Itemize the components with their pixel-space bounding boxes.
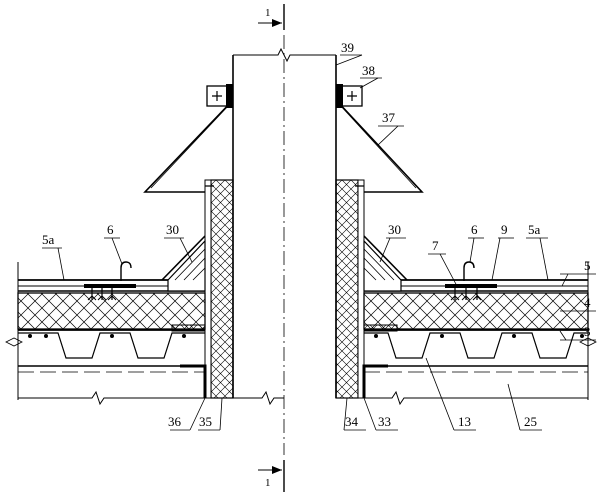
- label-5: 5: [584, 258, 591, 273]
- leader-9: 9: [491, 222, 514, 281]
- vapour-barrier: [18, 324, 588, 332]
- leader-39: 39: [335, 40, 363, 66]
- label-38: 38: [362, 63, 375, 78]
- bolt-right: [336, 84, 363, 108]
- leader-6-left: 6: [104, 222, 123, 265]
- leader-34: 34: [343, 397, 366, 431]
- label-7: 7: [432, 238, 439, 253]
- fastener-right: [445, 261, 497, 301]
- leader-33: 33: [363, 397, 398, 431]
- sleeve-insulation: [204, 179, 365, 399]
- bolt-left: [206, 84, 233, 108]
- fastener-left: [84, 261, 136, 301]
- leader-7: 7: [428, 238, 459, 289]
- fillet-upstand-right: [363, 235, 408, 292]
- support-angle-left: [180, 364, 207, 398]
- leader-36: 36: [168, 397, 206, 431]
- section-mark-bottom: 1: [258, 460, 285, 492]
- label-30-right: 30: [388, 222, 401, 237]
- label-6-right: 6: [471, 222, 478, 237]
- label-13: 13: [458, 414, 471, 429]
- leader-4: 4: [560, 295, 596, 312]
- label-25: 25: [524, 414, 537, 429]
- leader-38: 38: [359, 63, 382, 89]
- leader-5a-left: 5a: [42, 232, 65, 281]
- pipe: [232, 35, 337, 455]
- leader-30-right: 30: [379, 222, 406, 263]
- label-9: 9: [501, 222, 508, 237]
- leader-30-left: 30: [164, 222, 193, 263]
- fillet-upstand-left: [161, 235, 206, 292]
- leader-6-right: 6: [468, 222, 484, 263]
- leader-5a-right: 5a: [526, 222, 549, 281]
- label-3: 3: [584, 324, 591, 339]
- label-39: 39: [341, 40, 354, 55]
- leader-25: 25: [507, 383, 542, 431]
- label-37: 37: [382, 110, 396, 125]
- leader-5: 5: [560, 258, 596, 287]
- leader-35: 35: [198, 397, 223, 431]
- section-mark-bottom-label: 1: [265, 477, 271, 489]
- label-5a-right: 5a: [528, 222, 541, 237]
- label-36: 36: [168, 414, 182, 429]
- membrane-layers: [17, 262, 589, 400]
- leader-37: 37: [377, 110, 404, 146]
- label-33: 33: [378, 414, 391, 429]
- section-mark-top-label: 1: [265, 7, 271, 19]
- label-34: 34: [345, 414, 359, 429]
- leader-3: 3: [559, 324, 596, 341]
- label-4: 4: [584, 295, 591, 310]
- beam: [18, 365, 588, 406]
- leader-13: 13: [425, 357, 476, 431]
- label-35: 35: [199, 414, 212, 429]
- label-5a-left: 5a: [42, 232, 55, 247]
- profiled-deck: [5, 332, 597, 359]
- label-6-left: 6: [107, 222, 114, 237]
- roof-insulation: [17, 292, 589, 330]
- label-30-left: 30: [166, 222, 179, 237]
- support-angle-right: [362, 364, 388, 398]
- section-mark-top: 1: [258, 4, 285, 30]
- umbrella-collar: [143, 99, 424, 193]
